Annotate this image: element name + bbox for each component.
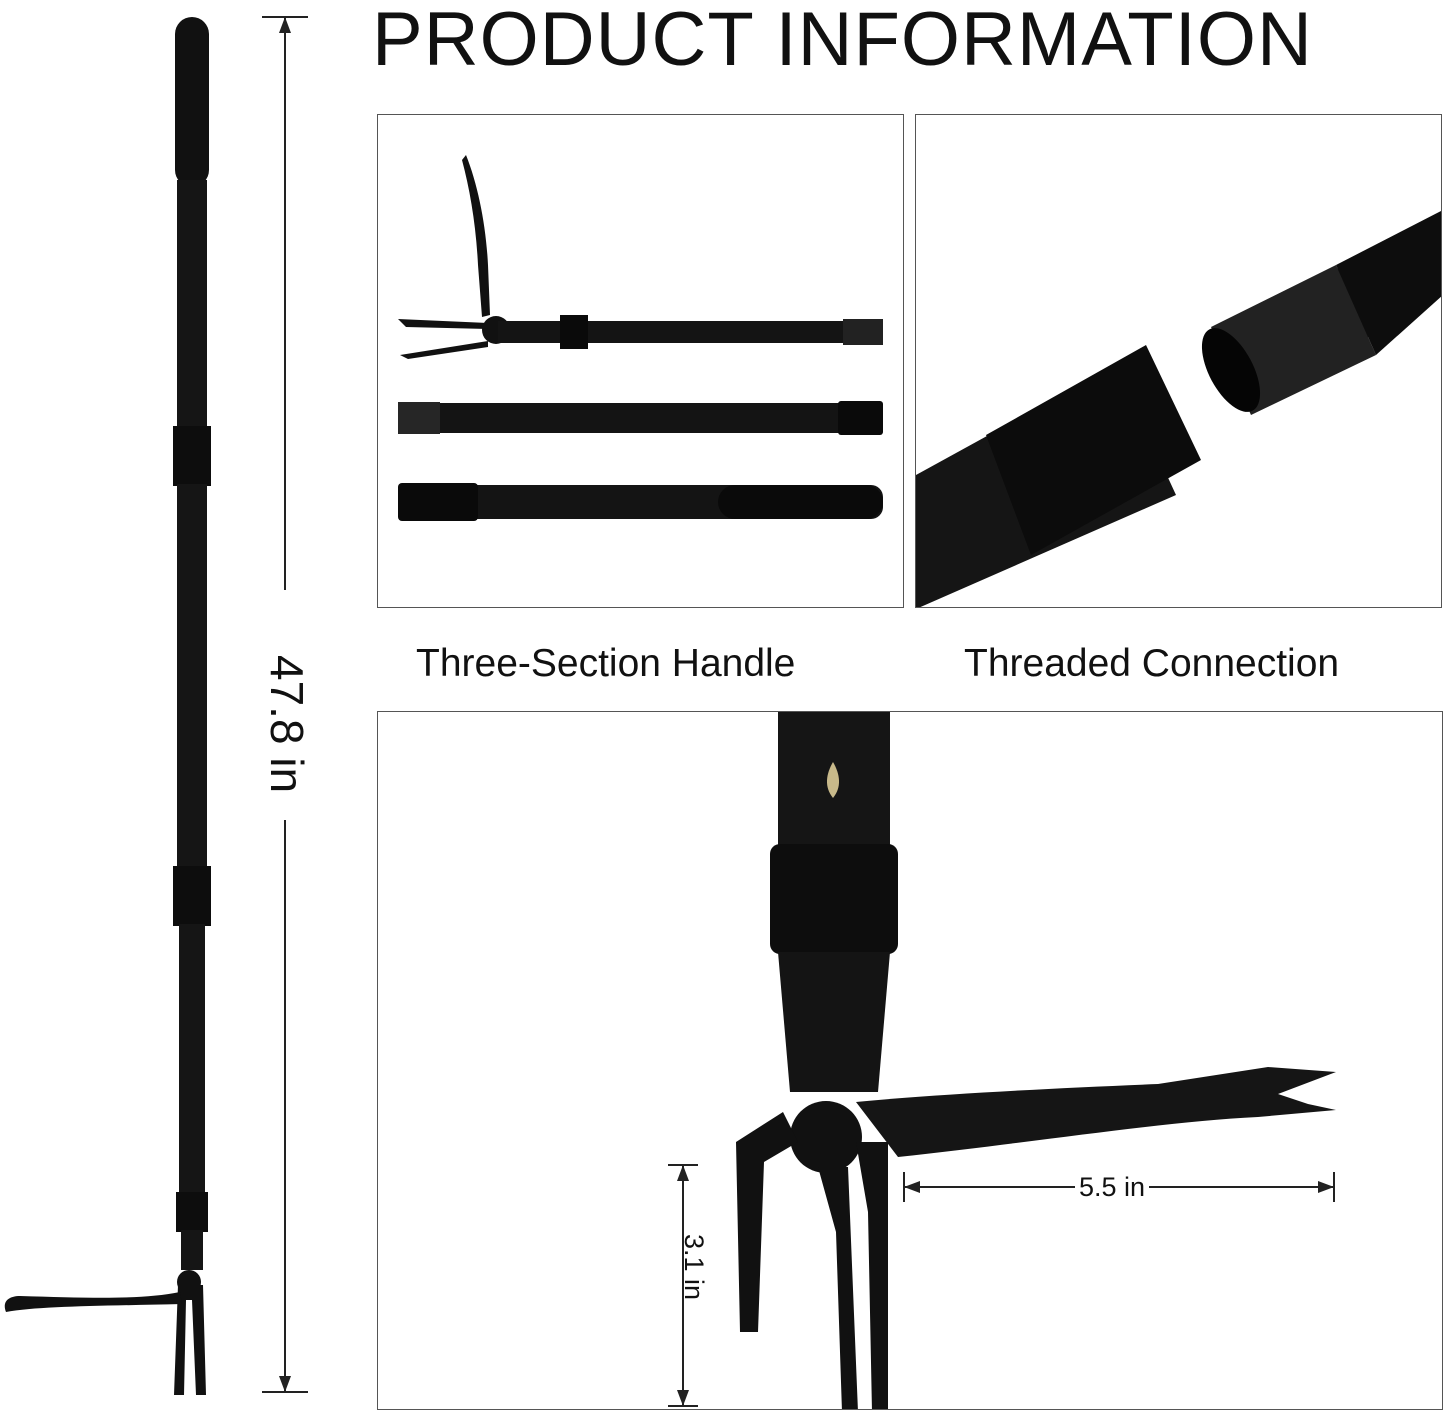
depth-dimension-label: 3.1 in xyxy=(679,1233,709,1301)
connector-3 xyxy=(176,1192,208,1232)
foot-pedal xyxy=(462,155,490,317)
thread xyxy=(843,319,883,345)
brand-logo-icon xyxy=(826,762,840,798)
handle-section-1 xyxy=(177,180,207,428)
connector-sleeve xyxy=(986,345,1201,555)
collar xyxy=(770,844,898,954)
threaded-connection-illustration xyxy=(916,211,1441,607)
threaded-connection-panel xyxy=(915,114,1442,608)
handle-section-2 xyxy=(177,484,207,868)
fork-tine-left xyxy=(736,1112,798,1332)
grip xyxy=(718,485,883,519)
fork-tine-middle xyxy=(818,1167,858,1409)
thread xyxy=(398,402,440,434)
fork-tine-upper xyxy=(398,319,488,329)
connector-1 xyxy=(173,426,211,486)
full-tool-illustration xyxy=(4,16,308,1395)
connector xyxy=(560,315,588,349)
grip-top xyxy=(175,17,209,187)
fork-tine-lower xyxy=(400,341,488,359)
pivot-joint xyxy=(790,1101,862,1173)
page-title: PRODUCT INFORMATION xyxy=(372,0,1313,82)
foot-pedal xyxy=(4,1292,182,1312)
middle-section xyxy=(398,403,883,433)
three-section-handle-panel xyxy=(377,114,904,608)
three-section-caption: Three-Section Handle xyxy=(416,642,796,685)
threaded-connection-caption: Threaded Connection xyxy=(964,642,1340,685)
head-closeup-illustration xyxy=(668,712,1336,1409)
head-closeup-panel xyxy=(377,711,1443,1410)
foot-pedal xyxy=(856,1067,1336,1157)
width-dimension-label: 5.5 in xyxy=(1075,1172,1150,1202)
handle-section-3 xyxy=(179,924,205,1194)
three-section-illustration xyxy=(398,155,883,521)
connector-2 xyxy=(173,866,211,926)
length-dimension-label: 47.8 in xyxy=(261,655,313,794)
fork-tine-right xyxy=(856,1142,888,1409)
fork-tines xyxy=(174,1285,206,1395)
